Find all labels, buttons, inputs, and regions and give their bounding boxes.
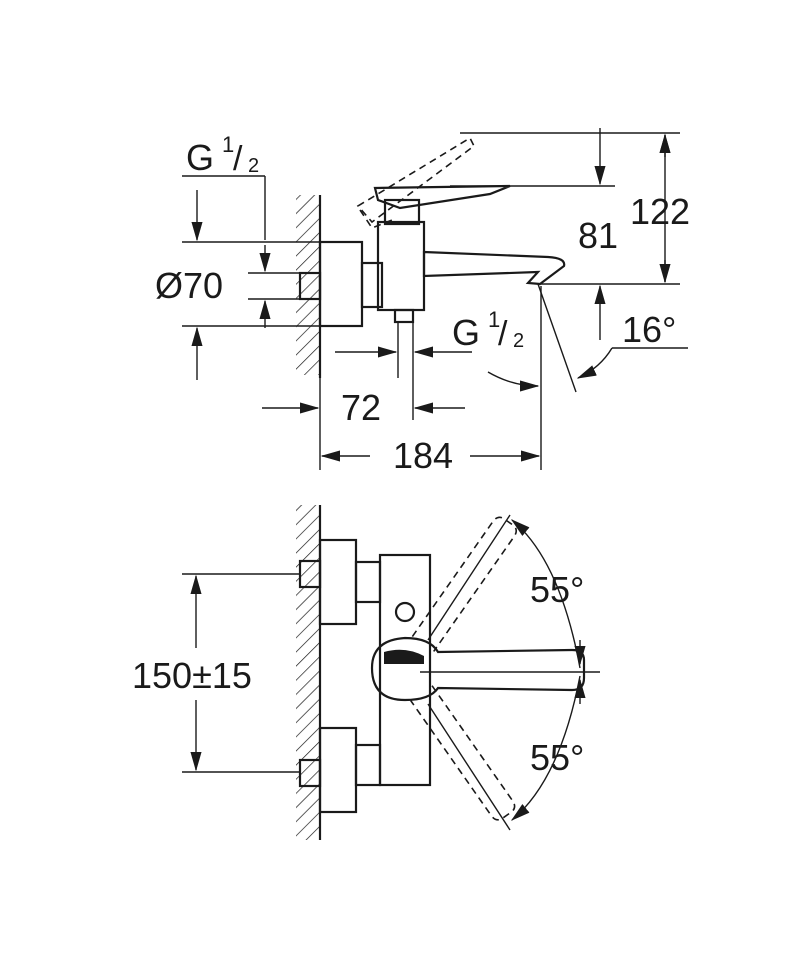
escutcheon-diameter-label: Ø70 — [155, 265, 223, 306]
top-view: 55° 55° 150±15 — [132, 505, 600, 840]
outlet-circle — [394, 601, 416, 623]
lever-top — [370, 636, 586, 702]
height-total-label: 122 — [630, 191, 690, 232]
svg-text:/: / — [498, 315, 508, 353]
depth-outlet-label: 72 — [341, 387, 381, 428]
bottom-outlet — [393, 308, 415, 324]
centers-label: 150±15 — [132, 655, 252, 696]
connector — [360, 261, 384, 309]
lever-right-position — [410, 685, 516, 821]
lever-handle — [373, 184, 511, 210]
lever-angle-up-label: 55° — [530, 569, 584, 610]
lever-cap — [384, 649, 424, 664]
svg-text:1: 1 — [222, 132, 234, 157]
svg-text:1: 1 — [488, 307, 500, 332]
svg-text:2: 2 — [248, 155, 259, 177]
escutcheon — [318, 240, 364, 328]
svg-text:2: 2 — [513, 330, 524, 352]
lever-angle-down-label: 55° — [530, 737, 584, 778]
lower-escutcheon — [318, 726, 358, 814]
mixer-body — [376, 220, 426, 312]
upper-escutcheon — [318, 538, 358, 626]
outlet-thread-label: G 1 / 2 — [452, 307, 524, 353]
mixer-body-top — [378, 553, 432, 787]
height-lever-label: 81 — [578, 215, 618, 256]
lever-raised-outline — [356, 136, 476, 224]
svg-text:G: G — [452, 312, 480, 353]
spout-angle-label: 16° — [622, 309, 676, 350]
inlet-thread-label: G 1 / 2 — [186, 132, 259, 178]
spout — [422, 250, 566, 286]
total-depth-label: 184 — [393, 435, 453, 476]
side-view: 122 81 G 1 / 2 Ø70 G 1 / 2 — [155, 128, 690, 476]
svg-text:/: / — [233, 140, 243, 178]
wall-hatch-top — [296, 505, 320, 840]
svg-text:G: G — [186, 137, 214, 178]
